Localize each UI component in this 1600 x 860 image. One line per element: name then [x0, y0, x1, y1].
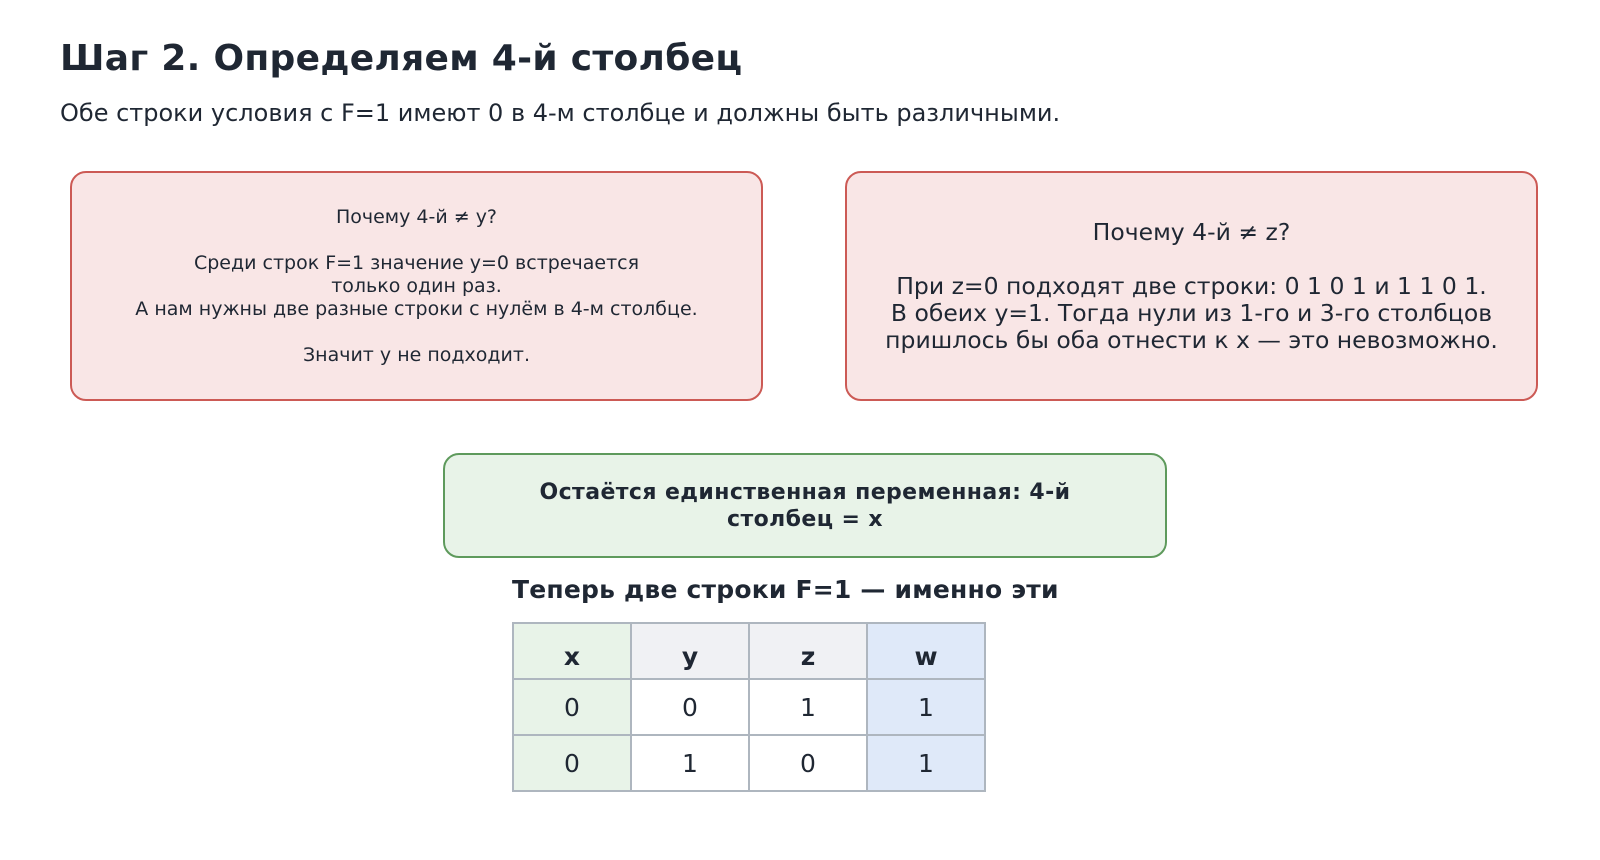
- cell-x: 0: [512, 734, 632, 792]
- page-subtitle: Обе строки условия с F=1 имеют 0 в 4-м с…: [60, 99, 1061, 127]
- why-not-y-line-1: Среди строк F=1 значение y=0 встречается…: [193, 251, 640, 297]
- result-box: Остаётся единственная переменная: 4-й ст…: [443, 453, 1167, 558]
- cell-w: 1: [866, 678, 986, 736]
- why-not-z-heading: Почему 4-й ≠ z?: [1092, 217, 1291, 246]
- why-not-z-line-3: пришлось бы оба отнести к x — это невозм…: [885, 325, 1498, 354]
- page-title: Шаг 2. Определяем 4-й столбец: [60, 38, 743, 79]
- table-row: 0 0 1 1: [512, 678, 986, 736]
- truth-table: x y z w 0 0 1 1 0 1 0 1: [512, 622, 986, 792]
- why-not-z-box: Почему 4-й ≠ z? При z=0 подходят две стр…: [845, 171, 1538, 401]
- why-not-y-heading: Почему 4-й ≠ y?: [335, 205, 498, 228]
- cell-z: 1: [748, 678, 868, 736]
- header-z: z: [748, 622, 868, 680]
- result-text: Остаётся единственная переменная: 4-й ст…: [539, 479, 1071, 532]
- why-not-y-box: Почему 4-й ≠ y? Среди строк F=1 значение…: [70, 171, 763, 401]
- cell-x: 0: [512, 678, 632, 736]
- why-not-z-line-1: При z=0 подходят две строки: 0 1 0 1 и 1…: [896, 271, 1487, 300]
- table-header-row: x y z w: [512, 622, 986, 680]
- why-not-y-conclusion: Значит y не подходит.: [302, 343, 530, 366]
- why-not-z-line-2: В обеих y=1. Тогда нули из 1-го и 3-го с…: [890, 298, 1493, 327]
- cell-z: 0: [748, 734, 868, 792]
- header-x: x: [512, 622, 632, 680]
- cell-y: 0: [630, 678, 750, 736]
- header-y: y: [630, 622, 750, 680]
- header-w: w: [866, 622, 986, 680]
- table-row: 0 1 0 1: [512, 734, 986, 792]
- table-title: Теперь две строки F=1 — именно эти: [512, 575, 1059, 604]
- cell-w: 1: [866, 734, 986, 792]
- cell-y: 1: [630, 734, 750, 792]
- why-not-y-line-2: А нам нужны две разные строки с нулём в …: [135, 297, 698, 320]
